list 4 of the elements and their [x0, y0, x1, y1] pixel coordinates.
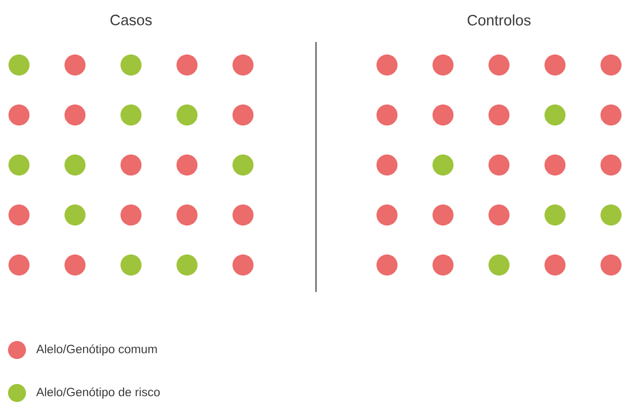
legend-text: Alelo/Genótipo de risco	[36, 387, 160, 399]
column-title: Controlos	[468, 14, 531, 26]
column-title: Casos	[110, 14, 152, 26]
legend-text: Alelo/Genótipo comum	[36, 344, 157, 356]
